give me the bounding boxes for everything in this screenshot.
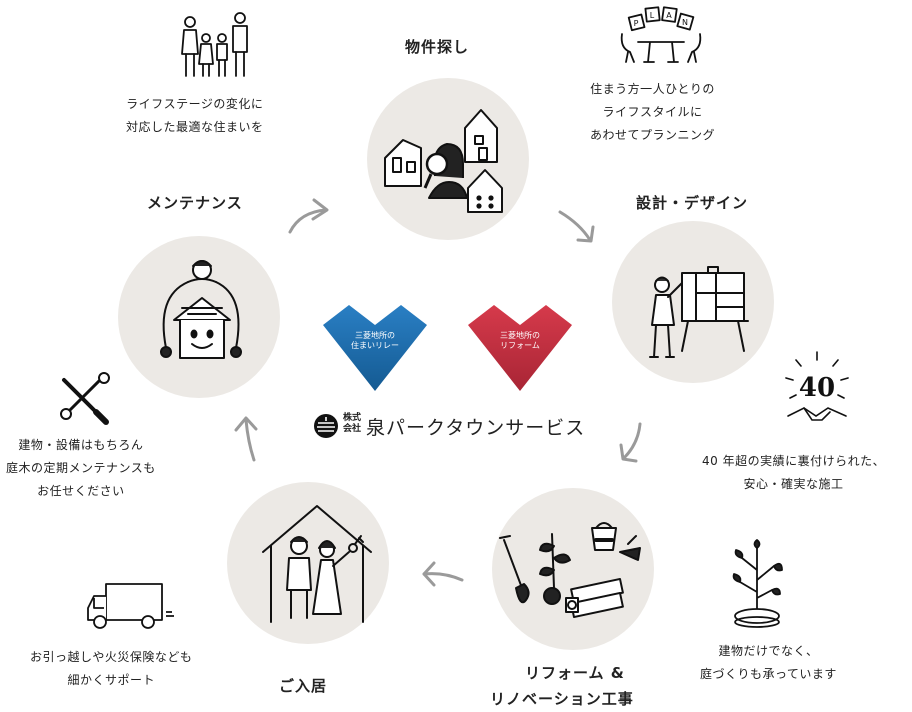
reform-logo (468, 305, 572, 391)
company-name: 泉パークタウンサービス (366, 417, 586, 439)
note-forty-line1: 40 年超の実績に裏付けられた、 (702, 454, 886, 468)
plan-letter-l: L (650, 11, 655, 20)
forty-badge: 40 (799, 373, 835, 403)
note-garden-line2: 庭づくりも承っています (700, 667, 837, 681)
designer-illustration (649, 266, 749, 358)
note-family-line2: 対応した最適な住まいを (126, 120, 264, 134)
stage-circle-reform (492, 488, 654, 650)
note-forty-line2: 安心・確実な施工 (743, 477, 844, 491)
arrow-maintenance-to-search (288, 198, 329, 234)
reform-logo-line1: 三菱地所の (500, 331, 540, 340)
moving-truck-icon (87, 583, 174, 629)
company-prefix: 株式 会社 (343, 413, 361, 435)
caretaker-house-illustration (160, 260, 242, 359)
tree-icon (732, 539, 783, 628)
sumai-relay-line1: 三菱地所の (355, 331, 395, 340)
sumai-relay-line2: 住まいリレー (351, 341, 399, 350)
sumai-relay-logo (323, 305, 427, 391)
note-tools-line3: お任せください (37, 484, 125, 498)
note-garden: 建物だけでなく、 庭づくりも承っています (700, 640, 837, 686)
stage-title-reform-line2: リノベーション工事 (490, 690, 634, 708)
note-plan: 住まう方一人ひとりの ライフスタイルに あわせてプランニング (590, 78, 715, 147)
arrow-reform-to-movein (422, 561, 464, 587)
note-tools: 建物・設備はもちろん 庭木の定期メンテナンスも お任せください (6, 434, 156, 503)
arrow-search-to-design (558, 210, 595, 243)
stage-title-maintenance: メンテナンス (147, 194, 243, 212)
note-moving-line2: 細かくサポート (67, 673, 155, 687)
note-family: ライフステージの変化に 対応した最適な住まいを (126, 93, 264, 139)
stage-title-movein: ご入居 (279, 677, 328, 695)
stage-title-design: 設計・デザイン (636, 194, 749, 212)
arrow-design-to-reform (619, 422, 642, 463)
plan-letter-n: N (682, 18, 688, 27)
company-mark-icon (314, 414, 338, 438)
note-family-line1: ライフステージの変化に (126, 97, 264, 111)
sumai-relay-logo-text: 三菱地所の 住まいリレー (347, 331, 403, 351)
note-plan-line1: 住まう方一人ひとりの (590, 82, 715, 96)
note-moving: お引っ越しや火災保険なども 細かくサポート (30, 646, 192, 692)
family-icon (181, 12, 248, 77)
company-prefix-top: 株式 (343, 413, 362, 423)
note-tools-line1: 建物・設備はもちろん (18, 438, 144, 452)
plan-letter-a: A (666, 11, 672, 20)
wrench-screwdriver-icon (60, 372, 110, 425)
note-plan-line2: ライフスタイルに (602, 105, 703, 119)
reform-logo-text: 三菱地所の リフォーム (492, 331, 548, 351)
note-plan-line3: あわせてプランニング (590, 128, 716, 142)
reform-logo-line2: リフォーム (500, 341, 540, 350)
note-tools-line2: 庭木の定期メンテナンスも (6, 461, 156, 475)
note-forty: 40 年超の実績に裏付けられた、 安心・確実な施工 (702, 450, 885, 496)
plan-meeting-icon: P L A N (620, 6, 702, 63)
company-prefix-bottom: 会社 (343, 424, 362, 434)
house-search-illustration (384, 109, 503, 213)
stage-title-search: 物件探し (405, 38, 470, 56)
plan-letter-p: P (634, 19, 639, 28)
note-moving-line1: お引っ越しや火災保険なども (30, 650, 193, 664)
stage-title-reform-line1: リフォーム & (525, 664, 625, 682)
forty-years-handshake-icon: 40 (785, 351, 849, 421)
note-garden-line1: 建物だけでなく、 (718, 644, 819, 658)
renovation-tools-illustration (499, 522, 641, 619)
couple-home-illustration (262, 505, 372, 623)
arrow-movein-to-maintenance (234, 416, 258, 462)
